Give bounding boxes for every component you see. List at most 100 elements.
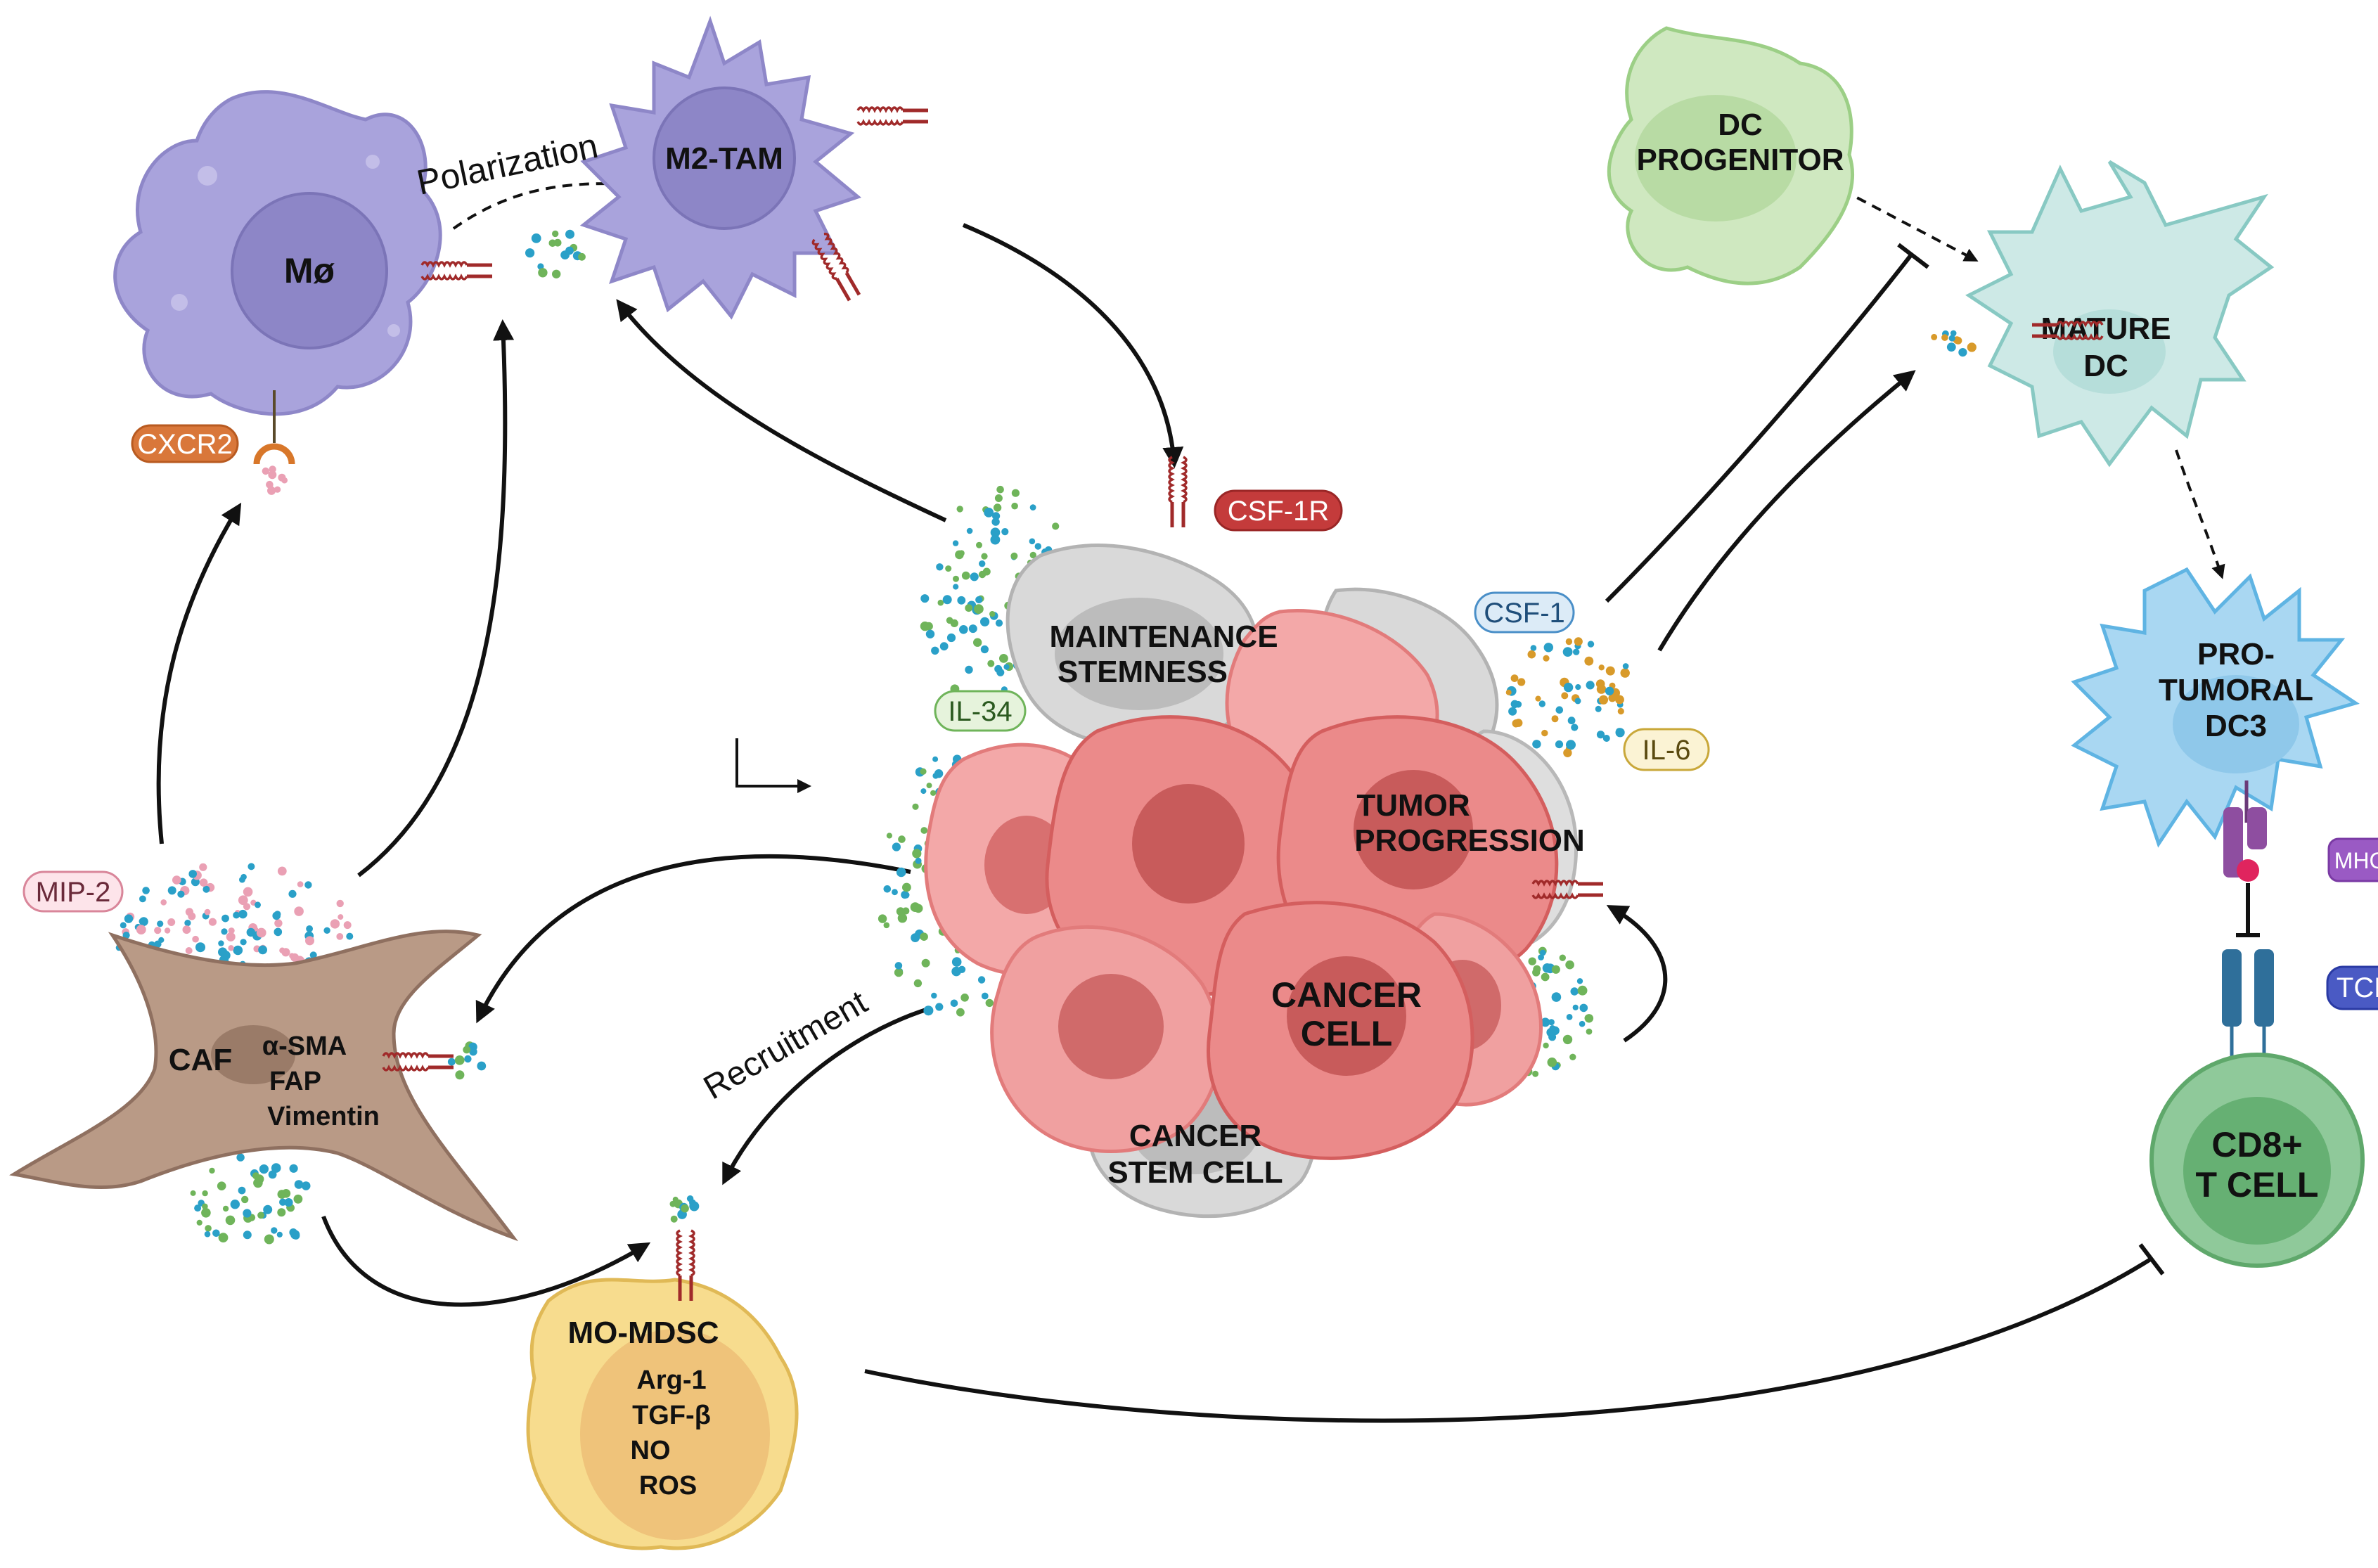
cytokine-dot	[1620, 668, 1630, 678]
cytokine-dot	[1567, 716, 1576, 725]
svg-text:CSF-1: CSF-1	[1484, 598, 1565, 629]
pill-mhc1: MHC-I	[2327, 837, 2378, 882]
cytokine-dot	[124, 914, 134, 923]
caf-label: CAF	[169, 1043, 232, 1077]
cytokine-dot	[184, 920, 191, 927]
dc-progenitor-label: DC	[1718, 108, 1763, 142]
cytokine-dot	[980, 617, 990, 626]
cytokine-dot	[956, 506, 963, 513]
cytokine-dot	[264, 1234, 274, 1245]
svg-text:CSF-1R: CSF-1R	[1228, 496, 1329, 527]
cytokine-dot	[912, 849, 922, 859]
cytokine-dot	[953, 575, 959, 582]
cytokine-dot	[902, 882, 911, 892]
cytokine-dot	[1605, 666, 1615, 676]
cytokine-dot	[255, 901, 261, 908]
cytokine-dot	[878, 914, 887, 923]
cytokine-dot	[221, 928, 228, 935]
cytokine-dot	[1533, 965, 1541, 973]
cytokine-dot	[1528, 957, 1536, 965]
cytokine-dot	[920, 621, 930, 631]
arrows	[156, 176, 2225, 1512]
cytokine-dot	[1617, 707, 1624, 715]
cancer-stem-cell-label: CANCER	[1129, 1119, 1261, 1153]
cytokine-dot	[553, 238, 562, 247]
cytokine-dot	[297, 881, 304, 887]
cytokine-dot	[886, 833, 892, 839]
cancer-cell-label: CANCER	[1271, 975, 1422, 1015]
cytokine-dot	[185, 947, 193, 954]
cytokine-dot	[1001, 528, 1009, 536]
cytokine-dot	[1505, 689, 1512, 695]
t-cell-nucleus	[2183, 1097, 2331, 1245]
cytokine-dot	[204, 1230, 211, 1238]
cytokine-dot	[897, 913, 908, 923]
cytokine-dot	[194, 1204, 202, 1212]
cytokine-dot	[192, 935, 199, 943]
mdsc-label: MO-MDSC	[567, 1316, 719, 1350]
cytokine-dot	[931, 992, 937, 999]
csf1r-receptor	[676, 1229, 695, 1301]
cytokine-dot	[238, 1186, 246, 1195]
cytokine-dot	[1543, 1042, 1549, 1049]
bent-arrow-maintenance	[735, 738, 811, 793]
cytokine-dot	[142, 887, 150, 894]
cytokine-dot	[920, 827, 928, 834]
cytokine-dot	[939, 642, 949, 651]
mdsc-factor: Arg-1	[636, 1365, 706, 1395]
cytokine-dot	[1596, 731, 1605, 739]
cytokine-dot	[1543, 655, 1550, 662]
cytokine-dot	[987, 660, 995, 667]
cxcr2-receptor	[253, 390, 295, 465]
mdsc-factor: NO	[631, 1436, 671, 1465]
cytokine-dot	[951, 966, 961, 977]
cytokine-dot	[531, 233, 541, 243]
cytokine-dot	[1575, 684, 1581, 690]
cytokine-dot	[1563, 682, 1574, 693]
cytokine-dot	[1577, 985, 1588, 996]
cytokine-dot	[970, 572, 979, 581]
cytokine-dot	[965, 665, 973, 674]
cytokine-dot	[343, 921, 352, 930]
inhibit-mdsc-to-tcell	[864, 1257, 2153, 1423]
svg-text:STEM CELL: STEM CELL	[1107, 1155, 1283, 1190]
cytokine-dot	[1584, 656, 1594, 666]
cytokine-dot	[1510, 700, 1519, 708]
cytokine-dot	[1551, 715, 1559, 723]
cytokine-dot	[1011, 502, 1018, 510]
cytokine-dot	[139, 895, 146, 903]
cytokine-dot	[978, 570, 986, 579]
cytokine-dot	[274, 919, 283, 927]
cytokine-dot	[930, 790, 937, 796]
cytokine-dot	[468, 1042, 477, 1052]
cytokine-dot	[1576, 978, 1583, 984]
cytokine-dot	[276, 1231, 283, 1238]
svg-text:T CELL: T CELL	[2196, 1165, 2319, 1204]
macrophage-label: Mø	[284, 251, 335, 290]
cytokine-dot	[945, 565, 952, 572]
arrow-recruitment	[722, 1007, 929, 1185]
mdsc-factor: ROS	[639, 1471, 697, 1500]
cytokine-dot	[268, 470, 277, 480]
pill-tcr: TCR	[2326, 965, 2378, 1010]
cytokine-dot	[212, 1229, 220, 1238]
cytokine-dot	[204, 908, 211, 915]
cytokine-dot	[1547, 1058, 1557, 1067]
cytokine-dot	[1034, 543, 1042, 550]
cytokine-dot	[241, 1195, 249, 1204]
arrow-tumor-to-m2tam	[616, 299, 947, 522]
cytokine-dot	[209, 1167, 215, 1174]
svg-text:MHC-I: MHC-I	[2334, 848, 2378, 873]
cytokine-dot	[323, 927, 330, 934]
vesicle	[387, 324, 400, 337]
cytokine-dot	[1563, 748, 1572, 758]
mdsc-factor: TGF-β	[632, 1401, 711, 1430]
cytokine-dot	[1946, 342, 1956, 352]
arrow-il6-to-mature-dc	[1657, 370, 1916, 652]
svg-text:TUMORAL: TUMORAL	[2159, 673, 2313, 707]
cytokine-dot	[346, 932, 354, 940]
cytokine-dot	[1958, 348, 1967, 357]
cytokine-dot	[935, 1003, 944, 1011]
cytokine-dot	[901, 890, 909, 899]
cytokine-dot	[243, 903, 251, 911]
